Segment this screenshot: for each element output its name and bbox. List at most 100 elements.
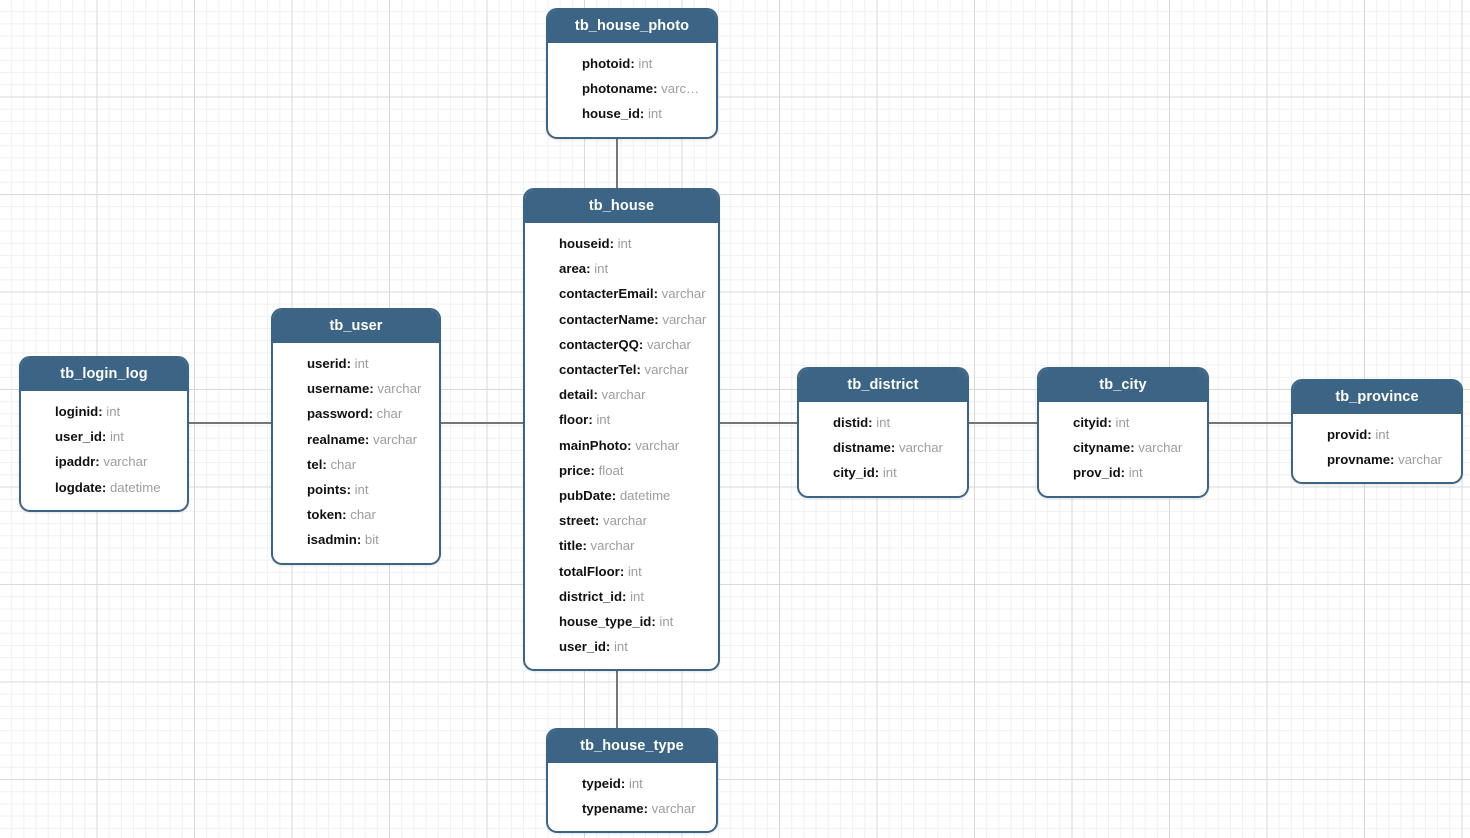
field-row[interactable]: typename: varchar bbox=[548, 796, 716, 821]
field-type: varchar bbox=[644, 362, 689, 378]
field-name: pubDate bbox=[559, 488, 612, 504]
field-row[interactable]: provname: varchar bbox=[1293, 447, 1461, 472]
field-row[interactable]: detail: varchar bbox=[525, 382, 718, 407]
field-row[interactable]: typeid: int bbox=[548, 771, 716, 796]
field-separator: : bbox=[1130, 440, 1139, 456]
field-separator: : bbox=[1120, 465, 1129, 481]
field-name: contacterQQ bbox=[559, 336, 639, 352]
field-row[interactable]: contacterQQ: varchar bbox=[525, 332, 718, 357]
field-separator: : bbox=[651, 614, 660, 630]
field-separator: : bbox=[868, 415, 877, 430]
field-separator: : bbox=[593, 387, 602, 403]
field-separator: : bbox=[346, 356, 355, 371]
field-row[interactable]: area: int bbox=[525, 256, 718, 281]
field-row[interactable]: user_id: int bbox=[21, 424, 187, 449]
field-row[interactable]: totalFloor: int bbox=[525, 559, 718, 584]
field-row[interactable]: points: int bbox=[273, 477, 439, 502]
field-row[interactable]: distid: int bbox=[799, 410, 967, 435]
field-row[interactable]: house_id: int bbox=[548, 101, 716, 126]
field-row[interactable]: photoid: int bbox=[548, 51, 716, 76]
field-row[interactable]: ipaddr: varchar bbox=[21, 449, 187, 474]
field-row[interactable]: contacterEmail: varchar bbox=[525, 281, 718, 306]
field-type: varchar bbox=[1398, 452, 1443, 468]
field-row[interactable]: logdate: datetime bbox=[21, 475, 187, 500]
field-row[interactable]: password: char bbox=[273, 401, 439, 426]
field-separator: : bbox=[98, 404, 107, 419]
field-name: tel bbox=[307, 456, 323, 472]
field-row[interactable]: floor: int bbox=[525, 407, 718, 432]
field-type: varchar bbox=[898, 440, 943, 456]
field-type: varchar bbox=[662, 311, 707, 327]
field-type: varchar bbox=[377, 381, 422, 397]
field-row[interactable]: price: float bbox=[525, 458, 718, 483]
field-row[interactable]: houseid: int bbox=[525, 231, 718, 256]
field-row[interactable]: isadmin: bit bbox=[273, 527, 439, 552]
field-type: int bbox=[647, 106, 662, 122]
field-row[interactable]: realname: varchar bbox=[273, 427, 439, 452]
relationship-line-tb_house_photo-to-tb_house[interactable] bbox=[616, 131, 618, 189]
field-row[interactable]: title: varchar bbox=[525, 533, 718, 558]
field-row[interactable]: userid: int bbox=[273, 351, 439, 376]
field-name: house_type_id bbox=[559, 614, 652, 630]
field-name: district_id bbox=[559, 588, 623, 604]
field-separator: : bbox=[643, 801, 652, 817]
field-separator: : bbox=[590, 462, 599, 478]
field-separator: : bbox=[619, 563, 628, 579]
entity-title-tb_house: tb_house bbox=[525, 190, 718, 223]
field-separator: : bbox=[1367, 427, 1376, 442]
field-row[interactable]: token: char bbox=[273, 502, 439, 527]
field-row[interactable]: contacterTel: varchar bbox=[525, 357, 718, 382]
field-row[interactable]: username: varchar bbox=[273, 376, 439, 401]
field-row[interactable]: house_type_id: int bbox=[525, 609, 718, 634]
field-name: price bbox=[559, 462, 591, 478]
field-type: varchar bbox=[372, 431, 417, 447]
field-row[interactable]: mainPhoto: varchar bbox=[525, 433, 718, 458]
relationship-line-tb_login_log-to-tb_user[interactable] bbox=[189, 422, 272, 424]
field-type: char bbox=[376, 406, 403, 422]
relationship-line-tb_city-to-tb_province[interactable] bbox=[1208, 422, 1292, 424]
relationship-line-tb_house-to-tb_district[interactable] bbox=[719, 422, 798, 424]
field-name: cityid bbox=[1073, 415, 1108, 430]
field-type: int bbox=[1375, 427, 1390, 442]
relationship-line-tb_user-to-tb_house[interactable] bbox=[440, 422, 524, 424]
field-row[interactable]: prov_id: int bbox=[1039, 460, 1207, 485]
field-separator: : bbox=[609, 236, 618, 251]
field-row[interactable]: photoname: varc… bbox=[548, 76, 716, 101]
field-row[interactable]: contacterName: varchar bbox=[525, 307, 718, 332]
relationship-line-tb_district-to-tb_city[interactable] bbox=[968, 422, 1038, 424]
field-row[interactable]: cityname: varchar bbox=[1039, 435, 1207, 460]
relationship-line-tb_house-to-tb_house_type[interactable] bbox=[616, 665, 618, 729]
entity-title-tb_district: tb_district bbox=[799, 369, 967, 402]
field-separator: : bbox=[1107, 415, 1116, 430]
field-row[interactable]: pubDate: datetime bbox=[525, 483, 718, 508]
field-type: int bbox=[354, 356, 369, 371]
field-name: house_id bbox=[582, 106, 640, 122]
field-type: int bbox=[1115, 415, 1130, 430]
field-type: float bbox=[598, 462, 624, 478]
field-row[interactable]: tel: char bbox=[273, 452, 439, 477]
field-row[interactable]: provid: int bbox=[1293, 422, 1461, 447]
field-row[interactable]: street: varchar bbox=[525, 508, 718, 533]
field-row[interactable]: distname: varchar bbox=[799, 435, 967, 460]
field-row[interactable]: user_id: int bbox=[525, 634, 718, 659]
field-row[interactable]: district_id: int bbox=[525, 584, 718, 609]
field-row[interactable]: city_id: int bbox=[799, 460, 967, 485]
field-separator: : bbox=[101, 479, 110, 495]
field-name: floor bbox=[559, 412, 589, 428]
field-row[interactable]: loginid: int bbox=[21, 399, 187, 424]
field-row[interactable]: cityid: int bbox=[1039, 410, 1207, 435]
